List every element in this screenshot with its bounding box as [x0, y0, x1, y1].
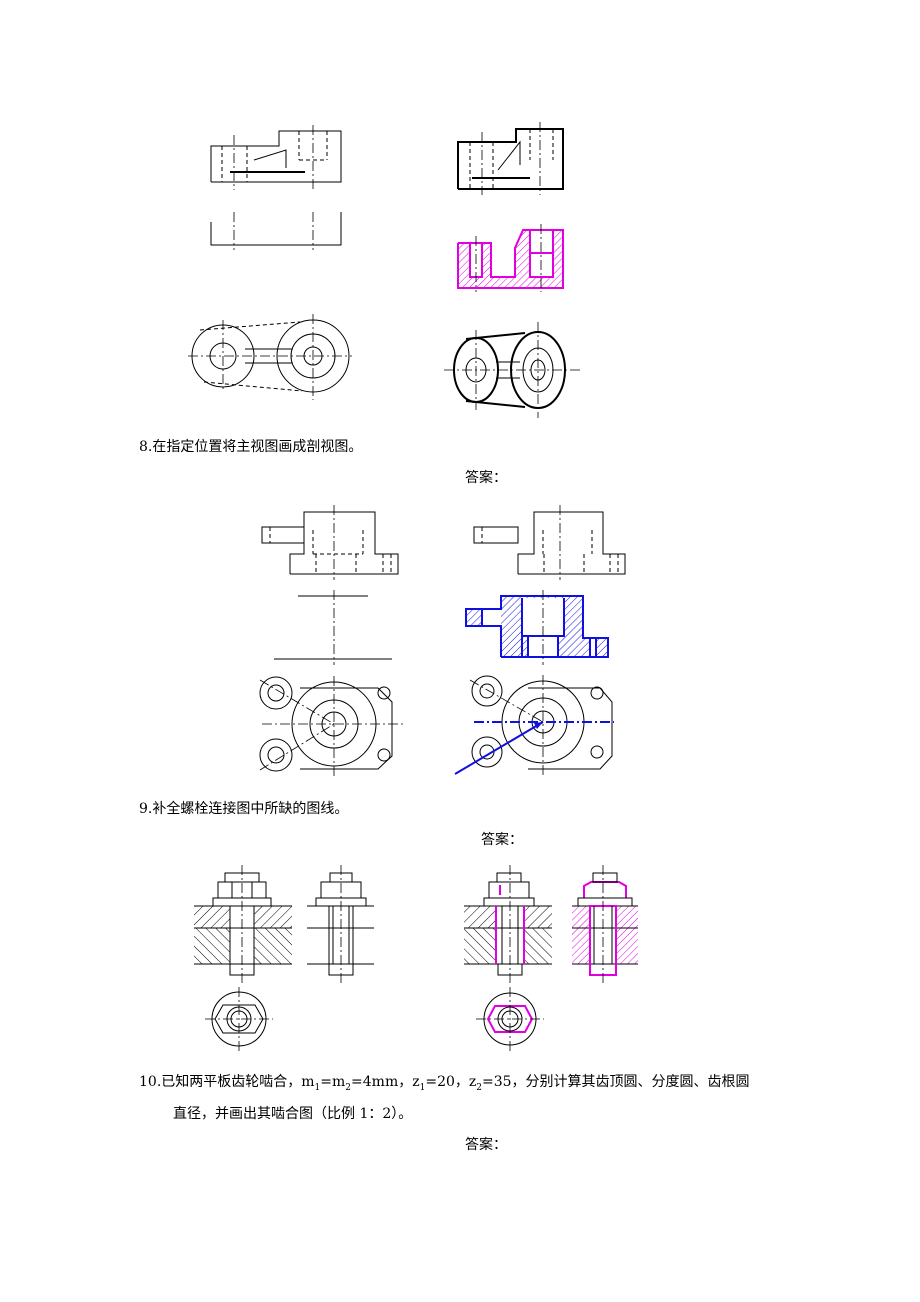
q10-z1-subscript: 1	[419, 1082, 426, 1093]
q9-answer-bolt-top	[476, 987, 544, 1053]
q9-prompt: 9.补全螺栓连接图中所缺的图线。	[139, 798, 348, 818]
q10-text-b: =m	[320, 1074, 346, 1090]
q7-question-front-view	[210, 125, 342, 190]
q8-question-front-view	[261, 505, 399, 580]
q7-question-top-view	[188, 314, 352, 400]
q10-m2-subscript: 2	[345, 1082, 352, 1093]
q9-question-bolt-side	[307, 865, 374, 985]
q10-text-d: =20，z	[425, 1074, 477, 1090]
q9-question-bolt-top	[205, 987, 273, 1053]
q9-question-bolt-front	[194, 865, 292, 985]
q7-answer-section-view	[457, 224, 564, 292]
q10-m1-subscript: 1	[314, 1082, 321, 1093]
q9-number: 9.	[139, 801, 153, 817]
q10-answer-label: 答案：	[465, 1137, 507, 1153]
q8-prompt: 8.在指定位置将主视图画成剖视图。	[139, 436, 362, 456]
q10-prompt-line1: 10.已知两平板齿轮啮合，m1=m2=4mm，z1=20，z2=35，分别计算其…	[139, 1071, 750, 1093]
q10-text-c: =4mm，z	[351, 1074, 420, 1090]
q7-question-blank-view	[210, 212, 342, 250]
q10-text-e: =35，分别计算其齿顶圆、分度圆、齿根圆	[482, 1074, 750, 1090]
q8-number: 8.	[139, 439, 153, 455]
q9-answer-bolt-front	[464, 865, 552, 985]
q8-answer-front-view	[473, 505, 626, 580]
q10-z2-subscript: 2	[476, 1082, 482, 1093]
q8-question-blank-view	[274, 590, 392, 665]
q10-prompt-line2: 直径，并画出其啮合图（比例 1：2）。	[173, 1106, 413, 1122]
q9-answer-label: 答案：	[481, 832, 523, 848]
q8-answer-top-view	[454, 675, 614, 775]
q10-number: 10.	[139, 1074, 162, 1090]
q7-answer-front-view	[457, 122, 564, 195]
q8-answer-label: 答案：	[465, 470, 507, 486]
q10-text-a: 已知两平板齿轮啮合，m	[161, 1074, 315, 1090]
q8-answer-section-view	[465, 590, 609, 665]
q8-text: 在指定位置将主视图画成剖视图。	[152, 439, 363, 455]
q7-answer-top-view	[444, 322, 580, 418]
q9-answer-bolt-side	[572, 865, 638, 985]
q9-text: 补全螺栓连接图中所缺的图线。	[152, 801, 349, 817]
q8-question-top-view	[259, 676, 405, 778]
